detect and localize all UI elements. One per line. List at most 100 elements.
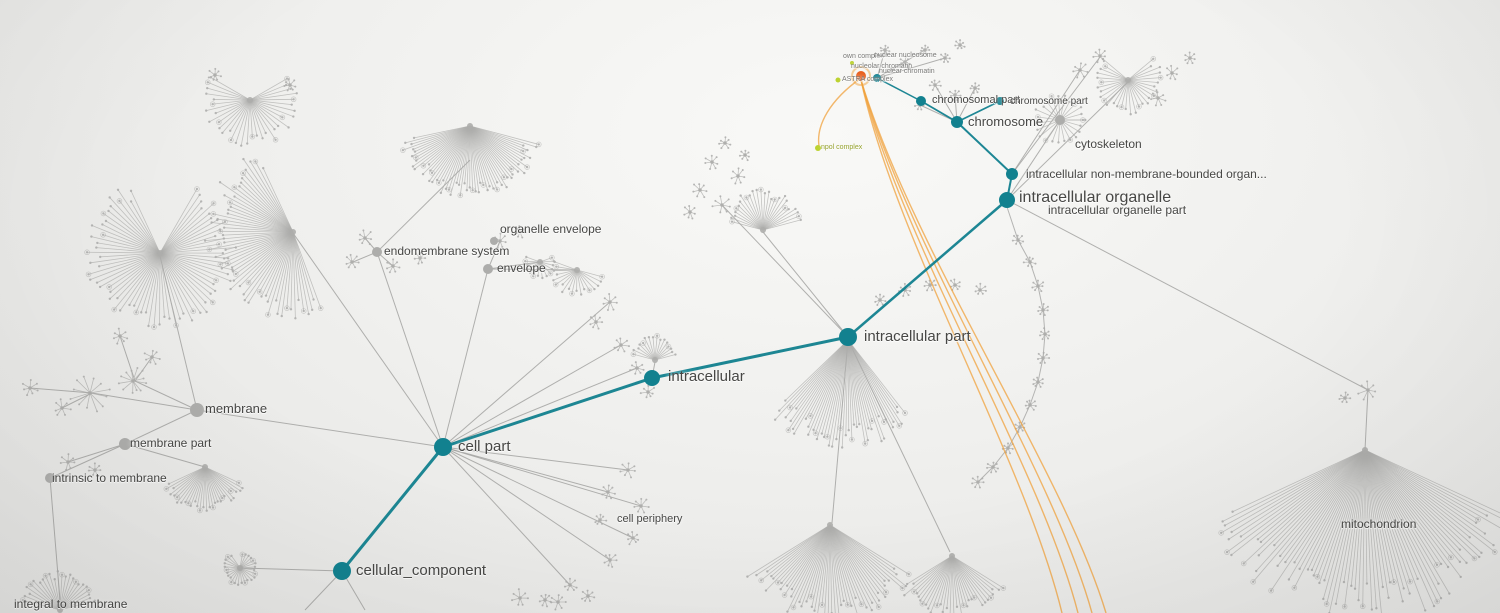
mini-cluster bbox=[711, 195, 731, 214]
mini-cluster bbox=[143, 349, 161, 365]
cluster-fan bbox=[1218, 447, 1500, 613]
mini-cluster bbox=[899, 55, 911, 68]
node-label[interactable]: intracellular organelle part bbox=[1048, 202, 1187, 217]
mini-cluster bbox=[1001, 442, 1014, 455]
mini-cluster bbox=[603, 554, 618, 568]
mini-cluster bbox=[629, 361, 645, 375]
cluster-fan bbox=[84, 186, 238, 330]
node-label[interactable]: membrane bbox=[205, 400, 268, 416]
graph-node[interactable] bbox=[45, 473, 55, 483]
path-edges-layer bbox=[340, 77, 1013, 572]
graph-node-highlighted[interactable] bbox=[434, 438, 452, 456]
node-label[interactable]: nucleolar chromatin bbox=[851, 62, 913, 70]
node-label[interactable]: nuclear nucleosome bbox=[874, 51, 937, 59]
stars-layer bbox=[21, 39, 1377, 611]
mini-cluster bbox=[602, 293, 618, 312]
mini-cluster bbox=[511, 588, 529, 606]
node-label[interactable]: intracellular bbox=[668, 367, 745, 385]
node-label[interactable]: organelle envelope bbox=[500, 221, 602, 236]
node-label[interactable]: integral to membrane bbox=[14, 596, 128, 611]
mini-cluster bbox=[59, 453, 76, 471]
mini-cluster bbox=[345, 253, 360, 269]
graph-node-highlighted[interactable] bbox=[333, 562, 351, 580]
mini-cluster bbox=[704, 154, 719, 170]
node-label[interactable]: cytoskeleton bbox=[1075, 136, 1142, 151]
graph-node-accent[interactable] bbox=[815, 145, 821, 151]
node-label[interactable]: ASTRA complex bbox=[842, 75, 893, 83]
cluster-fan bbox=[552, 260, 605, 297]
mini-cluster bbox=[1166, 64, 1179, 81]
mini-cluster bbox=[633, 497, 650, 514]
mini-cluster bbox=[538, 593, 552, 608]
node-label[interactable]: intracellular non-membrane-bounded organ… bbox=[1026, 166, 1267, 181]
graph-node[interactable] bbox=[483, 264, 493, 274]
mini-cluster bbox=[283, 78, 297, 92]
mini-cluster bbox=[1022, 256, 1037, 268]
node-label[interactable]: chromosome bbox=[968, 113, 1044, 129]
mini-cluster bbox=[358, 229, 373, 246]
mini-cluster bbox=[613, 337, 630, 353]
mini-cluster bbox=[879, 44, 891, 56]
node-label[interactable]: intracellular organelle bbox=[1019, 189, 1172, 207]
graph-node-highlighted[interactable] bbox=[999, 192, 1015, 208]
node-label[interactable]: intrinsic to membrane bbox=[52, 470, 167, 485]
node-label[interactable]: npol complex bbox=[821, 143, 863, 151]
graph-node-highlighted[interactable] bbox=[873, 74, 881, 82]
mini-cluster bbox=[969, 82, 980, 94]
graph-node[interactable] bbox=[190, 403, 204, 417]
node-label[interactable]: cell part bbox=[458, 437, 511, 455]
node-label[interactable]: endomembrane system bbox=[384, 243, 510, 258]
cluster-fan bbox=[223, 551, 259, 586]
cluster-fan bbox=[19, 570, 97, 613]
node-label[interactable]: cellular_component bbox=[356, 561, 487, 579]
node-label[interactable]: mitochondrion bbox=[1341, 516, 1417, 531]
mini-cluster bbox=[939, 52, 951, 64]
mini-cluster bbox=[1072, 62, 1089, 79]
node-label[interactable]: membrane part bbox=[130, 435, 212, 450]
graph-node[interactable] bbox=[119, 438, 131, 450]
node-label[interactable]: own complex bbox=[843, 52, 884, 60]
mini-cluster bbox=[639, 384, 656, 399]
graph-node-highlighted[interactable] bbox=[839, 328, 857, 346]
node-label[interactable]: cell periphery bbox=[617, 513, 683, 526]
mini-cluster bbox=[1024, 399, 1037, 411]
mini-cluster bbox=[589, 314, 604, 330]
mini-cluster bbox=[986, 461, 999, 474]
node-label[interactable]: chromosomal part bbox=[932, 94, 1021, 107]
mini-cluster bbox=[1184, 51, 1196, 65]
nodes-layer[interactable] bbox=[45, 61, 1065, 580]
node-label[interactable]: chromosome part bbox=[1010, 95, 1088, 107]
graph-node-highlighted[interactable] bbox=[951, 116, 963, 128]
mini-cluster bbox=[948, 89, 962, 102]
mini-cluster bbox=[69, 375, 111, 413]
mini-cluster bbox=[1092, 48, 1106, 64]
node-label[interactable]: nuclear chromatin bbox=[879, 67, 935, 75]
graph-node-highlighted[interactable] bbox=[996, 97, 1004, 105]
mini-cluster bbox=[386, 258, 401, 274]
graph-node-highlighted[interactable] bbox=[644, 370, 660, 386]
mini-cluster bbox=[601, 484, 616, 500]
cluster-fan bbox=[163, 464, 244, 514]
mini-cluster bbox=[692, 183, 708, 199]
mini-cluster bbox=[1011, 234, 1025, 245]
mini-cluster bbox=[683, 205, 696, 220]
mini-cluster bbox=[514, 225, 527, 239]
cluster-fan bbox=[1096, 56, 1164, 116]
graph-node[interactable] bbox=[1055, 115, 1065, 125]
graph-node-accent[interactable] bbox=[850, 61, 854, 65]
graph-node-highlighted[interactable] bbox=[1006, 168, 1018, 180]
graph-node-selected[interactable] bbox=[856, 71, 866, 81]
node-label[interactable]: envelope bbox=[497, 260, 546, 275]
graph-node[interactable] bbox=[372, 247, 382, 257]
graph-node[interactable] bbox=[490, 237, 498, 245]
mini-cluster bbox=[1032, 376, 1044, 388]
mini-cluster bbox=[730, 167, 746, 185]
node-label[interactable]: intracellular part bbox=[864, 327, 971, 345]
mini-cluster bbox=[627, 530, 640, 546]
graph-node-accent[interactable] bbox=[835, 77, 841, 83]
graph-node-highlighted[interactable] bbox=[916, 96, 926, 106]
mini-cluster bbox=[874, 293, 887, 306]
